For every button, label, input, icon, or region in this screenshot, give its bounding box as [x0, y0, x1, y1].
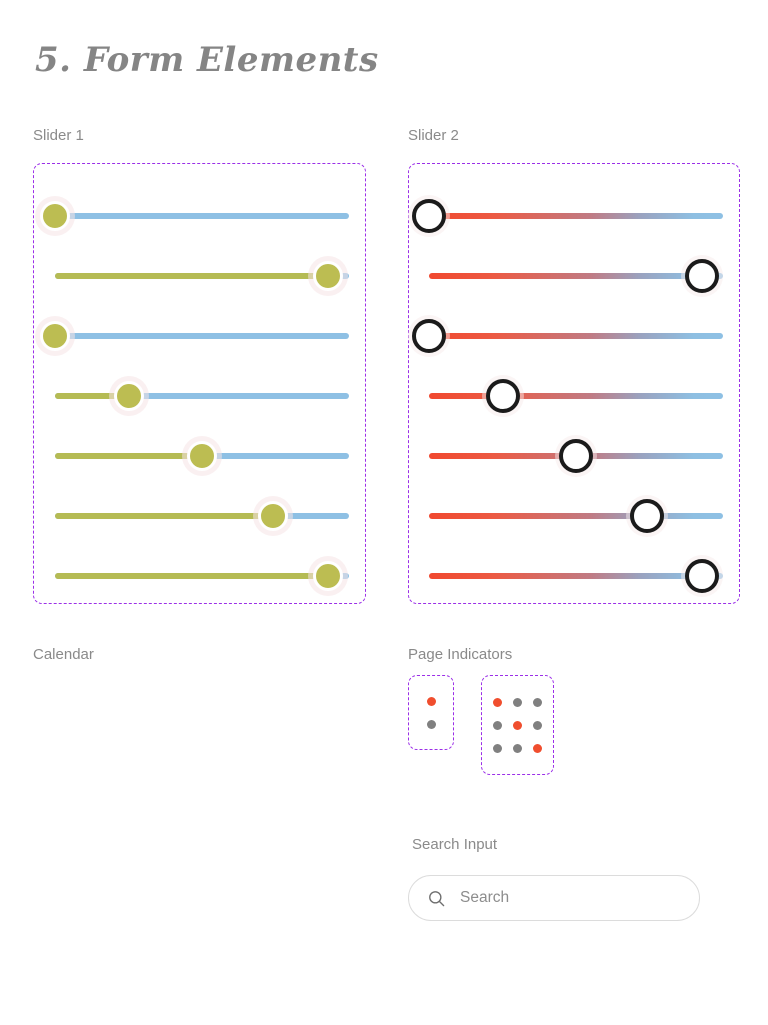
slider-fill [55, 453, 202, 459]
slider-2-panel [408, 163, 740, 604]
slider-thumb[interactable] [40, 201, 70, 231]
page-indicator-vertical[interactable] [408, 675, 454, 750]
slider-1-row[interactable] [55, 486, 349, 546]
slider-2-row[interactable] [429, 426, 723, 486]
page-title: 5. Form Elements [35, 40, 379, 80]
page-indicator-grid[interactable] [481, 675, 554, 775]
slider-track[interactable] [429, 333, 723, 339]
slider-track[interactable] [429, 513, 723, 519]
slider-thumb[interactable] [559, 439, 593, 473]
page-indicator-dot[interactable] [513, 697, 522, 707]
slider-1-row[interactable] [55, 546, 349, 606]
calendar-label: Calendar [33, 646, 94, 663]
search-icon [429, 890, 445, 906]
slider-thumb[interactable] [187, 441, 217, 471]
page-indicator-row [493, 697, 542, 707]
slider-thumb[interactable] [313, 561, 344, 591]
page-indicator-row [493, 743, 542, 753]
page-indicator-dot[interactable] [493, 697, 502, 707]
search-placeholder: Search [460, 889, 510, 906]
slider-thumb[interactable] [629, 499, 664, 533]
page-indicator-dot[interactable] [533, 697, 542, 707]
slider-1-panel [33, 163, 366, 604]
slider-thumb[interactable] [113, 381, 144, 411]
slider-1-row[interactable] [55, 246, 349, 306]
slider-thumb[interactable] [685, 259, 720, 293]
slider-track[interactable] [55, 393, 349, 399]
slider-thumb[interactable] [412, 199, 446, 233]
slider-fill [55, 573, 329, 579]
slider-2-row[interactable] [429, 366, 723, 426]
page-indicator-dot[interactable] [533, 743, 542, 753]
slider-fill [55, 393, 129, 399]
page-indicator-dot[interactable] [493, 743, 502, 753]
slider-track[interactable] [55, 213, 349, 219]
page-indicator-dot[interactable] [513, 743, 522, 753]
slider-2-label: Slider 2 [408, 127, 459, 144]
slider-thumb[interactable] [412, 319, 446, 353]
slider-1-row[interactable] [40, 186, 349, 246]
page-indicator-dot[interactable] [533, 720, 542, 730]
slider-2-row[interactable] [412, 306, 723, 366]
slider-1-row[interactable] [55, 426, 349, 486]
slider-2-row[interactable] [429, 546, 723, 606]
slider-track[interactable] [429, 393, 723, 399]
page-indicator-dot[interactable] [426, 696, 436, 706]
slider-1-row[interactable] [55, 366, 349, 426]
search-input[interactable]: Search [408, 875, 700, 921]
slider-track[interactable] [429, 573, 723, 579]
page-indicator-row [493, 720, 542, 730]
slider-1-row[interactable] [40, 306, 349, 366]
slider-track[interactable] [429, 273, 723, 279]
page-indicator-dot[interactable] [513, 720, 522, 730]
page-indicator-dot[interactable] [426, 719, 436, 729]
page-indicator-dot[interactable] [493, 720, 502, 730]
slider-thumb[interactable] [313, 261, 344, 291]
slider-thumb[interactable] [685, 559, 720, 593]
slider-thumb[interactable] [257, 501, 288, 531]
slider-1-label: Slider 1 [33, 127, 84, 144]
search-input-label: Search Input [412, 836, 498, 853]
slider-2-row[interactable] [429, 486, 723, 546]
slider-fill [55, 273, 329, 279]
slider-track[interactable] [55, 333, 349, 339]
page-indicators-label: Page Indicators [408, 646, 513, 663]
slider-thumb[interactable] [485, 379, 520, 413]
slider-2-row[interactable] [429, 246, 723, 306]
slider-fill [55, 513, 273, 519]
slider-track[interactable] [429, 213, 723, 219]
slider-2-row[interactable] [412, 186, 723, 246]
slider-thumb[interactable] [40, 321, 70, 351]
